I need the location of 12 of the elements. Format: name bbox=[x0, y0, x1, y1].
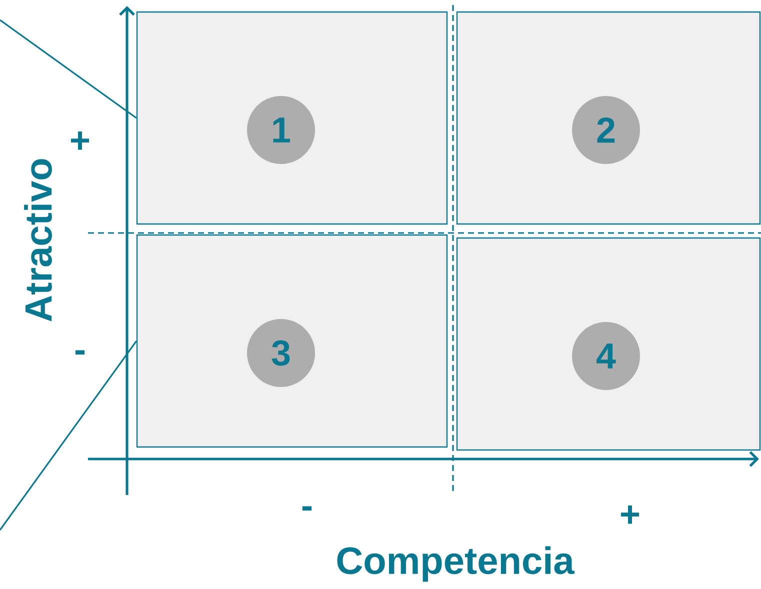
leader-line bbox=[0, 340, 138, 530]
quadrant-box bbox=[456, 237, 761, 451]
lab-sign: - bbox=[302, 506, 312, 511]
lab-sign: - bbox=[75, 350, 85, 355]
quadrant-box bbox=[136, 11, 448, 225]
leader-line bbox=[0, 19, 137, 119]
axis-title: Competencia bbox=[337, 546, 575, 582]
quadrant-box bbox=[456, 11, 761, 225]
quadrant-box bbox=[136, 234, 448, 448]
lab-sign: + bbox=[621, 505, 640, 524]
lab-sign: + bbox=[71, 131, 90, 150]
axis-title: Atractivo bbox=[24, 159, 52, 322]
